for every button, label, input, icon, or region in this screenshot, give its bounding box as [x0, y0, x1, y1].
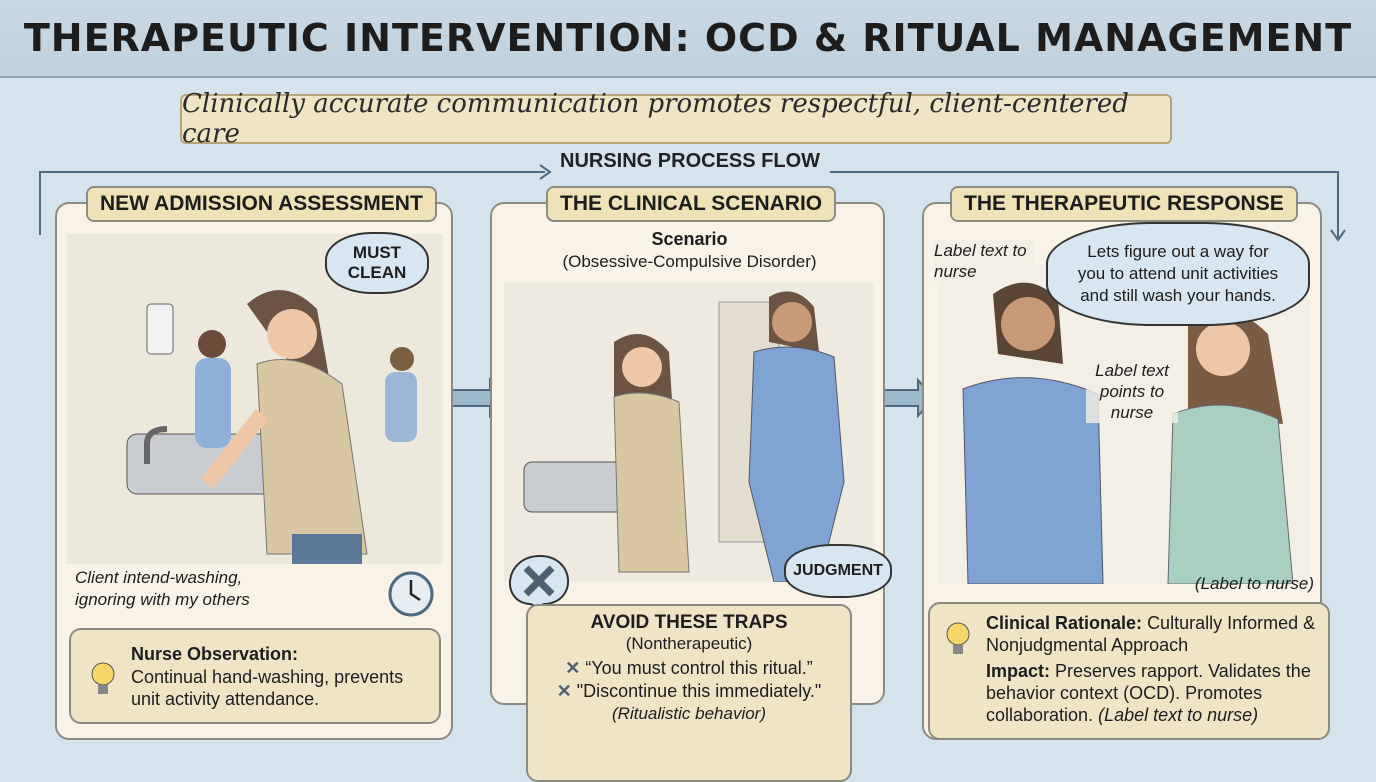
- callout-footer: (Ritualistic behavior): [612, 704, 766, 723]
- page-title: THERAPEUTIC INTERVENTION: OCD & RITUAL M…: [0, 0, 1376, 78]
- label-text: Label text to nurse: [934, 240, 1034, 282]
- flow-arrowhead: [539, 164, 552, 180]
- x-icon: ✕: [565, 658, 586, 678]
- flow-line-right: [830, 171, 1339, 238]
- clock-icon: [388, 571, 434, 617]
- lightbulb-icon: [946, 622, 970, 654]
- x-icon: ✕: [556, 681, 577, 701]
- callout-text: Continual hand-washing, prevents unit ac…: [131, 667, 404, 709]
- label-text: Label text points to nurse: [1086, 360, 1178, 423]
- panel-response: Lets figure out a way for you to attend …: [922, 202, 1330, 740]
- trap-item: ✕ “You must control this ritual.”: [565, 658, 813, 678]
- avoid-traps-callout: AVOID THESE TRAPS (Nontherapeutic) ✕ “Yo…: [526, 604, 852, 782]
- speech-bubble-x: [508, 554, 570, 615]
- label-text: (Label text to nurse): [1098, 705, 1259, 725]
- callout-heading: Clinical Rationale:: [986, 613, 1143, 633]
- subtitle-banner: Clinically accurate communication promot…: [180, 89, 1172, 149]
- panel-header: NEW ADMISSION ASSESSMENT: [86, 186, 437, 222]
- impact-label: Impact:: [986, 661, 1051, 681]
- scenario-title: Scenario: [651, 229, 728, 249]
- flow-label: NURSING PROCESS FLOW: [560, 150, 821, 172]
- flow-line-left: [39, 171, 545, 235]
- flow-arrowhead-down: [1330, 229, 1346, 242]
- thought-bubble: JUDGMENT: [784, 544, 892, 598]
- label-text: (Label to nurse): [1194, 574, 1314, 593]
- panel-header: THE THERAPEUTIC RESPONSE: [950, 186, 1298, 222]
- illustration-scenario: [504, 282, 874, 582]
- impact-text: Preserves rapport. Validates the behavio…: [986, 661, 1311, 725]
- trap-item: ✕ "Discontinue this immediately.": [556, 681, 822, 701]
- callout-heading: AVOID THESE TRAPS: [590, 612, 788, 633]
- lightbulb-icon: [91, 662, 115, 694]
- callout-subheading: (Nontherapeutic): [625, 634, 753, 653]
- panel-header: THE CLINICAL SCENARIO: [546, 186, 837, 222]
- speech-bubble: Lets figure out a way for you to attend …: [1046, 222, 1310, 326]
- x-icon: [523, 565, 555, 597]
- clinical-rationale-callout: Clinical Rationale: Culturally Informed …: [928, 602, 1330, 740]
- panel-assessment: MUST CLEAN Client intend-washing, ignori…: [55, 202, 453, 740]
- callout-heading-text: Culturally Informed & Nonjudgmental Appr…: [986, 613, 1316, 655]
- scenario-subtitle: (Obsessive-Compulsive Disorder): [562, 252, 817, 271]
- panel-scenario: Scenario (Obsessive-Compulsive Disorder)…: [490, 202, 892, 782]
- callout-heading: Nurse Observation:: [131, 644, 299, 664]
- thought-bubble: MUST CLEAN: [325, 232, 429, 294]
- caption: Client intend-washing, ignoring with my …: [75, 568, 250, 609]
- nurse-observation-callout: Nurse Observation: Continual hand-washin…: [69, 628, 441, 724]
